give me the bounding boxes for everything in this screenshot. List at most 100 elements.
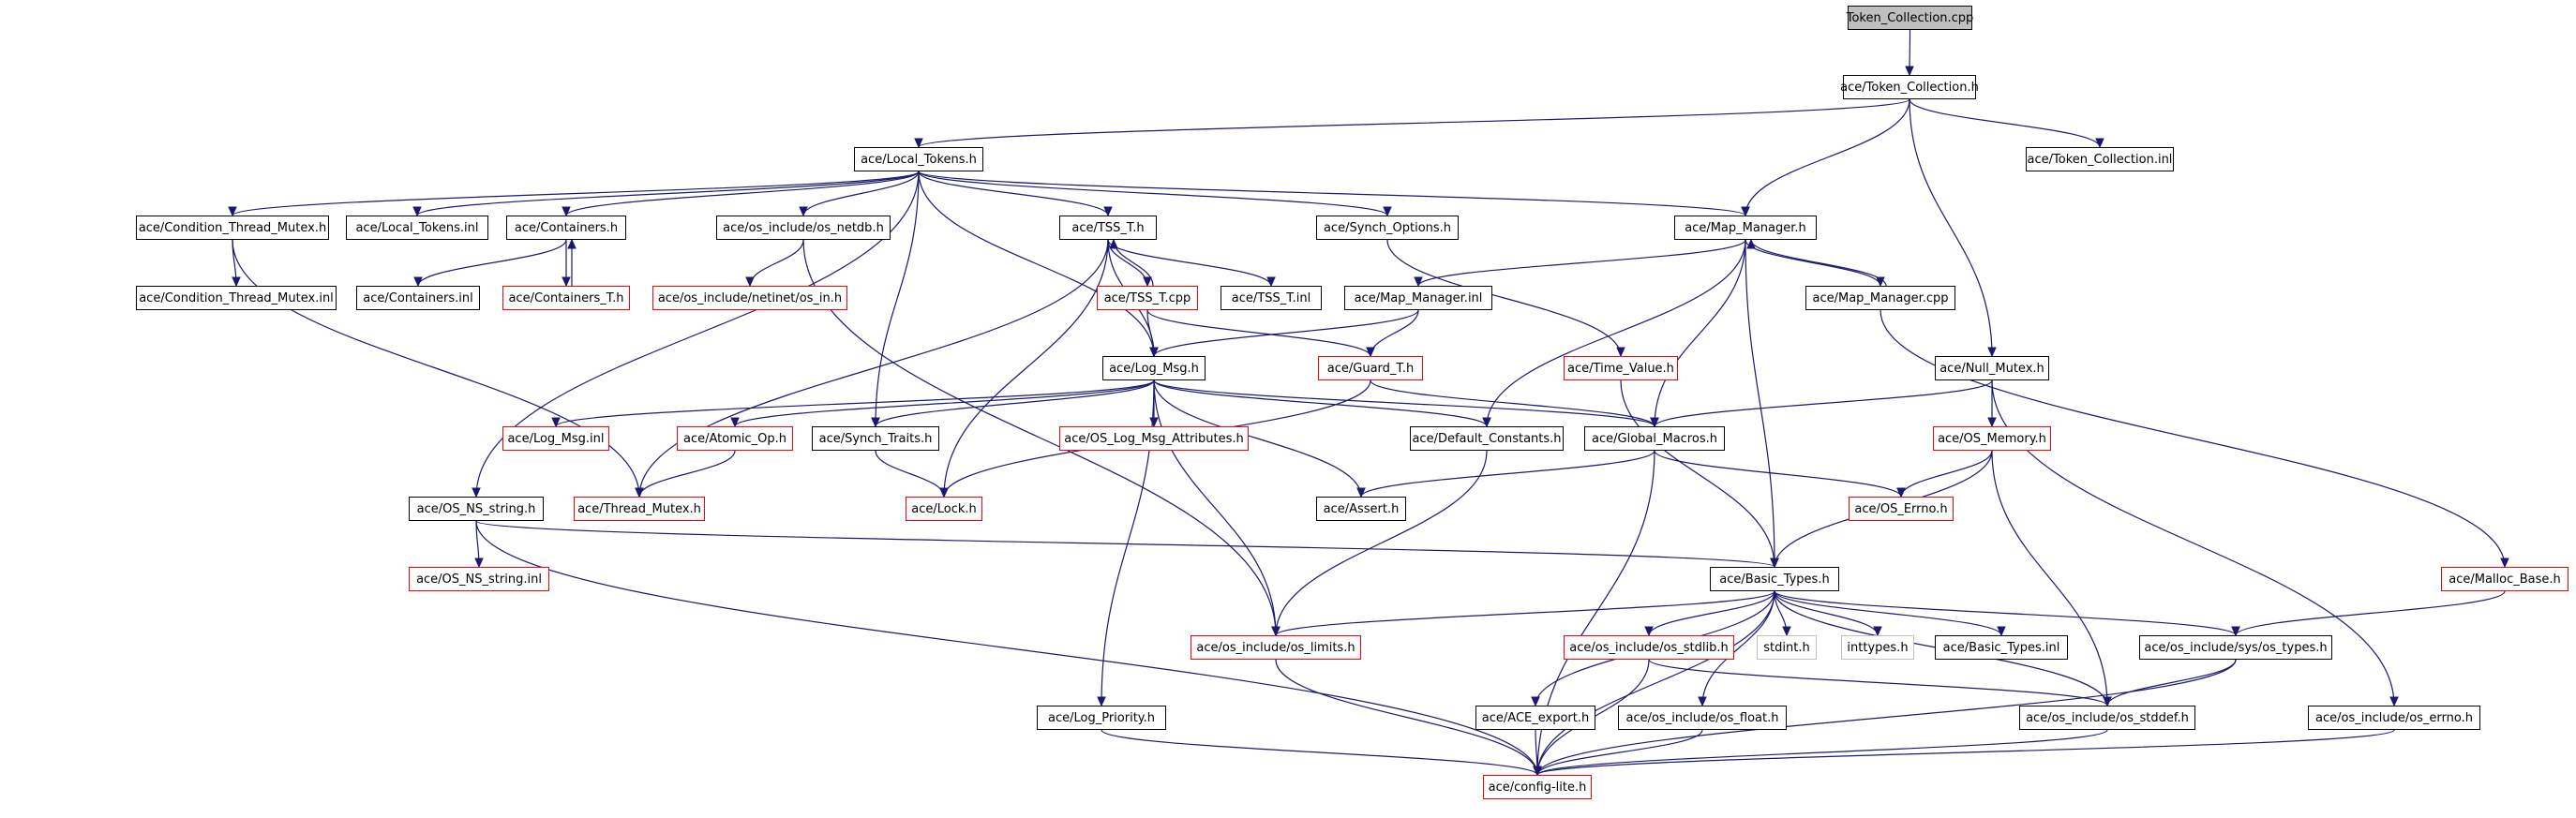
- node-netinet-os-in-h[interactable]: ace/os_include/netinet/os_in.h: [652, 286, 847, 310]
- node-map-manager-cpp[interactable]: ace/Map_Manager.cpp: [1805, 286, 1955, 310]
- node-os-ns-string-h[interactable]: ace/OS_NS_string.h: [409, 497, 544, 521]
- node-basic-types-inl[interactable]: ace/Basic_Types.inl: [1935, 635, 2068, 660]
- arrowhead-local-tokens-inl: [412, 206, 422, 217]
- node-os-stddef-h[interactable]: ace/os_include/os_stddef.h: [2019, 706, 2195, 730]
- node-log-msg-h[interactable]: ace/Log_Msg.h: [1102, 356, 1206, 380]
- edge-local-tokens-h-to-containers-h: [565, 171, 920, 216]
- node-log-priority-h[interactable]: ace/Log_Priority.h: [1037, 706, 1166, 730]
- node-inttypes-h[interactable]: inttypes.h: [1841, 635, 1914, 660]
- arrowhead-map-manager-h: [1746, 238, 1756, 249]
- arrowhead-null-mutex-h: [1987, 347, 1997, 358]
- node-os-log-msg-attributes-h[interactable]: ace/OS_Log_Msg_Attributes.h: [1059, 426, 1249, 451]
- node-sys-os-types-h[interactable]: ace/os_include/sys/os_types.h: [2139, 635, 2332, 660]
- node-containers-h[interactable]: ace/Containers.h: [506, 216, 626, 240]
- node-ace-export-h[interactable]: ace/ACE_export.h: [1475, 706, 1595, 730]
- edge-os-stddef-h-to-config-lite-h: [1536, 729, 2108, 776]
- node-os-errno-include-h[interactable]: ace/os_include/os_errno.h: [2308, 706, 2480, 730]
- arrowhead-default-constants-h: [1482, 417, 1491, 428]
- edge-log-msg-h-to-os-limits-h: [1153, 379, 1277, 636]
- arrowhead-thread-mutex-h: [635, 487, 644, 498]
- edge-local-tokens-h-to-synch-traits-h: [875, 171, 920, 427]
- node-time-value-h[interactable]: ace/Time_Value.h: [1564, 356, 1678, 380]
- edge-os-float-h-to-config-lite-h: [1536, 729, 1703, 776]
- node-thread-mutex-h[interactable]: ace/Thread_Mutex.h: [574, 497, 705, 521]
- edge-tss-t-cpp-to-guard-t-h: [1146, 309, 1371, 357]
- node-default-constants-h[interactable]: ace/Default_Constants.h: [1410, 426, 1564, 451]
- node-malloc-base-h[interactable]: ace/Malloc_Base.h: [2441, 567, 2569, 591]
- arrowhead-containers-h: [562, 206, 571, 217]
- node-condition-thread-mutex-h[interactable]: ace/Condition_Thread_Mutex.h: [136, 216, 329, 240]
- node-atomic-op-h[interactable]: ace/Atomic_Op.h: [677, 426, 793, 451]
- node-local-tokens-h[interactable]: ace/Local_Tokens.h: [854, 147, 983, 171]
- node-log-msg-inl[interactable]: ace/Log_Msg.inl: [502, 426, 609, 451]
- arrowhead-ace-export-h: [1531, 696, 1540, 707]
- arrowhead-cond-thread-mutex-h: [228, 206, 237, 217]
- node-tss-t-h[interactable]: ace/TSS_T.h: [1059, 216, 1157, 240]
- edge-os-ns-string-h-to-config-lite-h: [475, 520, 1538, 776]
- edge-sys-os-types-h-to-os-stddef-h: [2106, 659, 2237, 706]
- node-map-manager-h[interactable]: ace/Map_Manager.h: [1674, 216, 1817, 240]
- node-null-mutex-h[interactable]: ace/Null_Mutex.h: [1935, 356, 2049, 380]
- node-local-tokens-inl[interactable]: ace/Local_Tokens.inl: [346, 216, 488, 240]
- arrowhead-os-stddef-h: [2103, 696, 2112, 707]
- node-lock-h[interactable]: ace/Lock.h: [906, 497, 982, 521]
- arrowhead-assert-h: [1356, 487, 1366, 498]
- node-guard-t-h[interactable]: ace/Guard_T.h: [1318, 356, 1423, 380]
- edge-null-mutex-h-to-global-macros-h: [1654, 379, 1993, 427]
- edge-local-tokens-h-to-log-msg-h: [918, 171, 1155, 357]
- edge-basic-types-h-to-sys-os-types-h: [1774, 590, 2237, 636]
- node-tss-t-inl[interactable]: ace/TSS_T.inl: [1221, 286, 1322, 310]
- edge-basic-types-h-to-inttypes-h: [1774, 590, 1879, 636]
- node-map-manager-inl[interactable]: ace/Map_Manager.inl: [1344, 286, 1492, 310]
- edge-basic-types-h-to-os-limits-h: [1275, 590, 1775, 636]
- arrowhead-cond-thread-mutex-inl: [232, 276, 241, 288]
- node-os-float-h[interactable]: ace/os_include/os_float.h: [1618, 706, 1787, 730]
- node-token-collection-inl[interactable]: ace/Token_Collection.inl: [2026, 147, 2174, 171]
- node-os-limits-h[interactable]: ace/os_include/os_limits.h: [1191, 635, 1361, 660]
- arrowhead-os-stdlib-h: [1644, 626, 1654, 637]
- node-synch-options-h[interactable]: ace/Synch_Options.h: [1316, 216, 1459, 240]
- node-config-lite-h[interactable]: ace/config-lite.h: [1483, 775, 1592, 799]
- node-synch-traits-h[interactable]: ace/Synch_Traits.h: [812, 426, 939, 451]
- node-containers-t-h[interactable]: ace/Containers_T.h: [502, 286, 630, 310]
- edge-token-collection-h-to-local-tokens-h: [918, 98, 1910, 148]
- edge-tss-t-h-to-lock-h: [943, 239, 1109, 498]
- node-basic-types-h[interactable]: ace/Basic_Types.h: [1710, 567, 1839, 591]
- node-os-stdlib-h[interactable]: ace/os_include/os_stdlib.h: [1564, 635, 1734, 660]
- node-token-collection-cpp[interactable]: Token_Collection.cpp: [1847, 6, 1973, 30]
- edge-local-tokens-h-to-synch-options-h: [918, 171, 1388, 216]
- arrowhead-os-netdb-h: [799, 206, 808, 217]
- node-os-errno-h[interactable]: ace/OS_Errno.h: [1849, 497, 1954, 521]
- edge-basic-types-h-to-os-stdlib-h: [1648, 590, 1775, 636]
- edge-log-msg-h-to-assert-h: [1153, 379, 1362, 498]
- edge-synch-traits-h-to-lock-h: [875, 450, 945, 498]
- edge-synch-options-h-to-time-value-h: [1386, 239, 1622, 357]
- edge-local-tokens-h-to-tss-t-h: [918, 171, 1109, 216]
- node-tss-t-cpp[interactable]: ace/TSS_T.cpp: [1097, 286, 1198, 310]
- arrowhead-tss-t-cpp: [1143, 276, 1152, 288]
- arrowhead-os-errno-inc-h: [2389, 696, 2399, 707]
- edge-log-priority-h-to-config-lite-h: [1101, 729, 1538, 776]
- node-os-netdb-h[interactable]: ace/os_include/os_netdb.h: [716, 216, 891, 240]
- edge-os-limits-h-to-config-lite-h: [1275, 659, 1538, 776]
- edge-map-manager-h-to-map-manager-inl: [1417, 239, 1746, 287]
- node-global-macros-h[interactable]: ace/Global_Macros.h: [1584, 426, 1725, 451]
- arrowhead-atomic-op-h: [730, 417, 740, 428]
- edge-os-ns-string-h-to-basic-types-h: [475, 520, 1775, 568]
- edge-map-manager-h-to-basic-types-h: [1745, 239, 1775, 568]
- edge-sys-os-types-h-to-config-lite-h: [1536, 659, 2237, 776]
- node-stdint-h[interactable]: stdint.h: [1757, 635, 1817, 660]
- node-assert-h[interactable]: ace/Assert.h: [1316, 497, 1406, 521]
- arrowhead-synch-options-h: [1383, 206, 1392, 217]
- arrowhead-os-limits-h: [1271, 626, 1281, 637]
- arrowhead-config-lite-h: [1533, 766, 1542, 777]
- edge-log-msg-h-to-default-constants-h: [1153, 379, 1488, 427]
- node-token-collection-h[interactable]: ace/Token_Collection.h: [1840, 75, 1979, 99]
- node-condition-thread-mutex-inl[interactable]: ace/Condition_Thread_Mutex.inl: [136, 286, 337, 310]
- node-os-ns-string-inl[interactable]: ace/OS_NS_string.inl: [409, 567, 549, 591]
- node-containers-inl[interactable]: ace/Containers.inl: [356, 286, 480, 310]
- arrowhead-time-value-h: [1616, 347, 1625, 358]
- node-os-memory-h[interactable]: ace/OS_Memory.h: [1933, 426, 2051, 451]
